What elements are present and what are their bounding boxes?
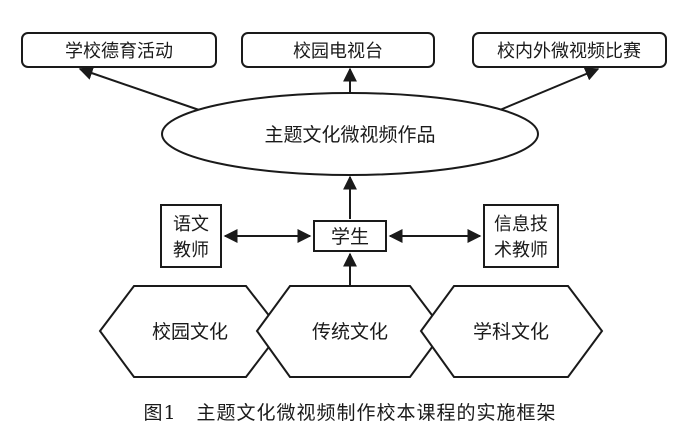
arrow-to-moral-activities [78, 66, 206, 113]
node-campus-culture-label: 校园文化 [152, 321, 228, 343]
node-works: 主题文化微视频作品 [161, 92, 539, 176]
node-chinese-teacher-line2: 教师 [173, 240, 209, 261]
node-student: 学生 [313, 220, 387, 252]
figure-caption: 图1 主题文化微视频制作校本课程的实施框架 [143, 402, 557, 424]
node-campus-tv: 校园电视台 [241, 32, 435, 68]
node-campus-culture: 校园文化 [98, 285, 283, 378]
node-traditional-culture-label: 传统文化 [312, 321, 388, 343]
node-campus-tv-label: 校园电视台 [293, 41, 383, 62]
node-chinese-teacher-line1: 语文 [173, 214, 209, 235]
node-chinese-teacher: 语文 教师 [160, 204, 222, 268]
node-moral-activities-label: 学校德育活动 [65, 41, 173, 62]
node-subject-culture: 学科文化 [419, 285, 604, 378]
node-moral-activities: 学校德育活动 [21, 32, 217, 68]
node-student-label: 学生 [331, 226, 369, 248]
node-it-teacher-line2: 术教师 [494, 240, 548, 261]
node-competitions: 校内外微视频比赛 [472, 32, 667, 68]
node-works-label: 主题文化微视频作品 [264, 124, 435, 146]
node-traditional-culture: 传统文化 [255, 285, 446, 378]
node-competitions-label: 校内外微视频比赛 [497, 41, 641, 62]
arrow-to-competitions [494, 67, 600, 113]
node-subject-culture-label: 学科文化 [473, 321, 549, 343]
node-it-teacher: 信息技 术教师 [483, 204, 559, 268]
node-it-teacher-line1: 信息技 [494, 214, 548, 235]
